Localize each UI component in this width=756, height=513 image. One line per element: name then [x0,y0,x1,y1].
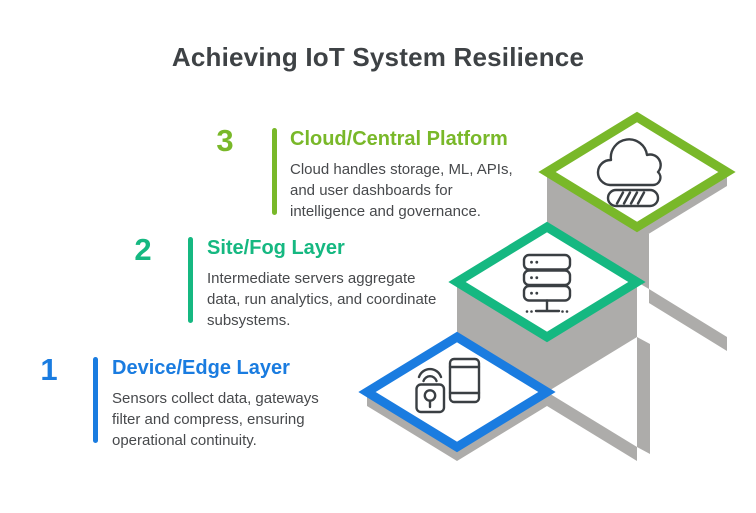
step-number: 1 [40,352,58,387]
step-number: 2 [134,232,152,267]
cloud-icon [596,138,662,208]
step-description: Intermediate servers aggregate data, run… [207,270,437,329]
step-heading: Device/Edge Layer [112,357,290,379]
step-platform-edge [358,331,556,453]
step-description: Cloud handles storage, ML, APIs, and use… [290,161,513,220]
step-heading: Site/Fog Layer [207,237,345,259]
step-platform-cloud [538,111,736,233]
page-title: Achieving IoT System Resilience [171,42,585,72]
step-number: 3 [216,123,234,158]
step-heading: Cloud/Central Platform [290,128,508,150]
iot-devices-icon [415,357,481,414]
step-accent-bar [93,357,98,443]
step-description: Sensors collect data, gateways filter an… [112,390,319,449]
step-accent-bar [272,128,277,215]
step-platform-fog [448,221,646,343]
server-stack-icon [522,253,572,313]
step-accent-bar [188,237,193,323]
